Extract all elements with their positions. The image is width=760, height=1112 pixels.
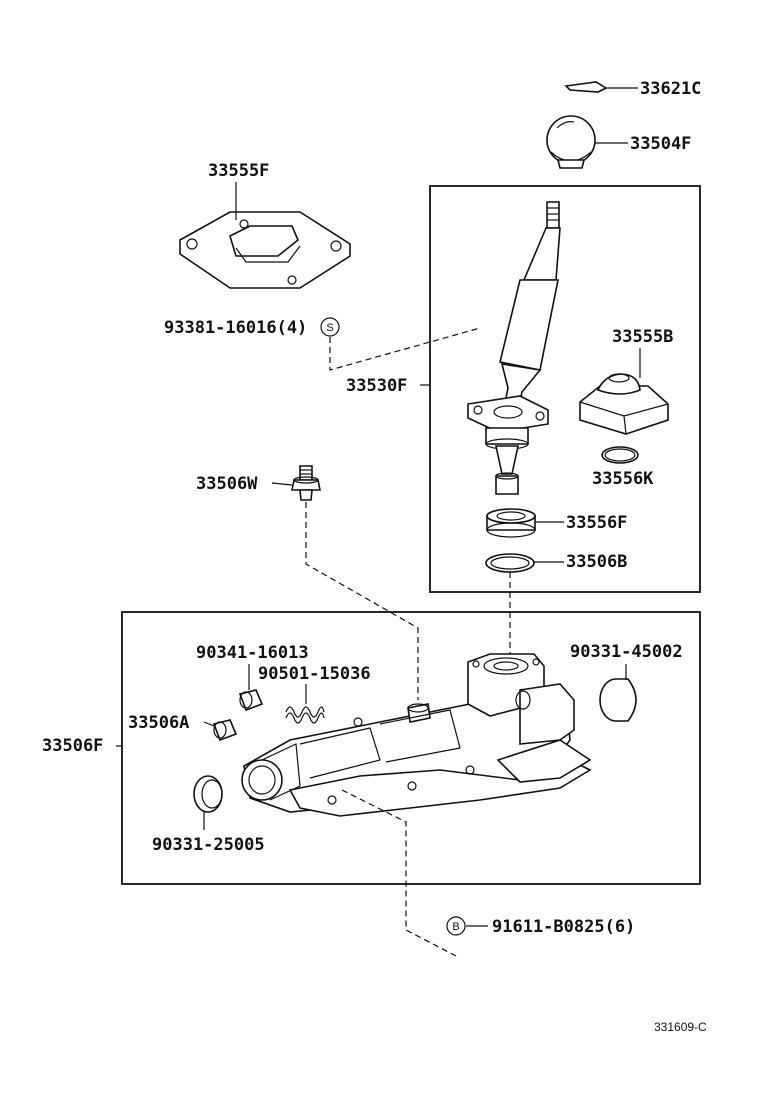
part-33506B-seal[interactable] <box>485 553 564 656</box>
part-33506A-screw[interactable] <box>203 719 238 742</box>
part-90501-15036-spring[interactable] <box>285 684 325 724</box>
label-93381: 93381-16016(4) <box>164 318 307 338</box>
label-33556K: 33556K <box>592 469 654 489</box>
label-33506B: 33506B <box>566 552 627 572</box>
part-33506W-bolt[interactable] <box>271 465 419 700</box>
part-33621C[interactable] <box>564 81 638 93</box>
label-33504F: 33504F <box>630 134 691 154</box>
part-33504F-knob[interactable] <box>546 115 628 169</box>
label-33555B: 33555B <box>612 327 673 347</box>
label-90331-25005: 90331-25005 <box>152 835 265 855</box>
label-33621C: 33621C <box>640 79 701 99</box>
part-90331-25005-seal[interactable] <box>193 775 223 830</box>
label-33506W: 33506W <box>196 474 258 494</box>
part-33555B-boot[interactable] <box>579 348 669 435</box>
part-90341-16013-plug[interactable] <box>238 664 264 712</box>
s-symbol: S <box>326 322 333 334</box>
diagram-code: 331609-C <box>654 1020 707 1034</box>
part-33530F-shift-lever[interactable] <box>420 201 561 495</box>
label-90501: 90501-15036 <box>258 664 371 684</box>
label-91611: 91611-B0825(6) <box>492 917 635 937</box>
part-91611-bolt-ref[interactable]: B <box>341 789 488 957</box>
label-33506A: 33506A <box>128 713 189 733</box>
label-33506F: 33506F <box>42 736 103 756</box>
housing-group-box <box>121 611 701 885</box>
label-90331-45002: 90331-45002 <box>570 642 683 662</box>
label-33555F: 33555F <box>208 161 269 181</box>
label-90341: 90341-16013 <box>196 643 309 663</box>
b-symbol: B <box>452 921 459 933</box>
part-33556F-bushing[interactable] <box>486 508 564 538</box>
label-33556F: 33556F <box>566 513 627 533</box>
part-33556K-ring[interactable] <box>601 446 639 464</box>
part-93381-bolt-ref[interactable]: S <box>320 317 481 371</box>
shift-lever-group-box <box>429 185 701 593</box>
part-90331-45002-plug[interactable] <box>599 664 637 722</box>
part-33555F-plate[interactable] <box>179 182 351 289</box>
label-33530F: 33530F <box>346 376 407 396</box>
